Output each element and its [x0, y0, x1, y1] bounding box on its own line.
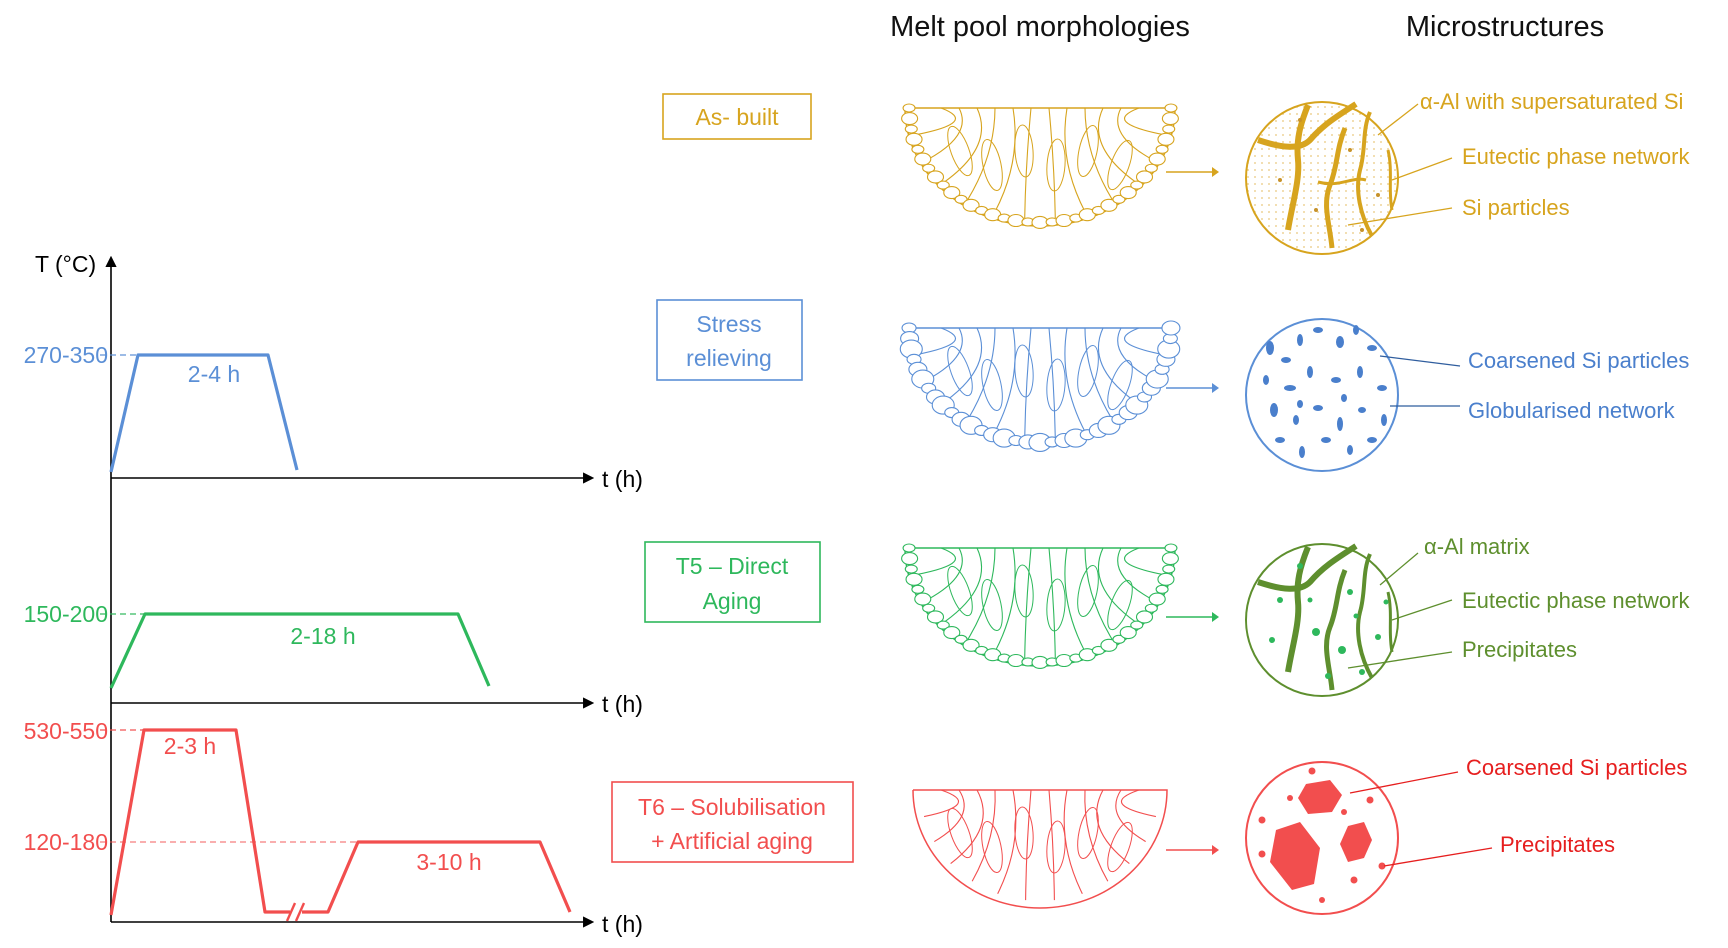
t5-label-2: Aging — [703, 588, 762, 614]
stress-temp-range: 270-350 — [24, 342, 108, 368]
as-built-box — [662, 93, 812, 140]
micro-label-precipitates-2: Precipitates — [1500, 832, 1615, 857]
stress-relieving-cycle — [100, 353, 299, 473]
t5-leaders — [1347, 552, 1453, 669]
stress-leaders — [1379, 355, 1461, 407]
t5-temp-range: 150-200 — [24, 601, 108, 627]
time-axis-label-1: t (h) — [602, 466, 643, 492]
micro-label-si-particles: Si particles — [1462, 195, 1570, 220]
t6-label-2: + Artificial aging — [651, 828, 813, 854]
t6-duration-solution: 2-3 h — [164, 733, 216, 759]
t6-label-1: T6 – Solubilisation — [638, 794, 826, 820]
micro-label-eutectic-network-2: Eutectic phase network — [1462, 588, 1690, 613]
t6-box — [611, 781, 854, 863]
micro-label-coarsened-si-2: Coarsened Si particles — [1466, 755, 1687, 780]
t6-temp-range-low: 120-180 — [24, 829, 108, 855]
stress-relieving-label-1: Stress — [696, 311, 761, 337]
melt-pool-t5 — [901, 543, 1179, 670]
micro-label-eutectic-network-1: Eutectic phase network — [1462, 144, 1690, 169]
t6-leaders — [1349, 771, 1493, 867]
stress-relieving-label-2: relieving — [686, 345, 772, 371]
melt-pool-stress-relieved — [899, 320, 1181, 453]
time-axis-label-2: t (h) — [602, 691, 643, 717]
microstructure-t5 — [1245, 543, 1399, 697]
t6-cycle — [100, 728, 572, 922]
t5-duration: 2-18 h — [290, 623, 355, 649]
as-built-leaders — [1347, 103, 1453, 226]
micro-label-globularised-network: Globularised network — [1468, 398, 1676, 423]
micro-label-alpha-al-supersaturated: α-Al with supersaturated Si — [1420, 89, 1683, 114]
t6-duration-aging: 3-10 h — [416, 849, 481, 875]
t5-box — [644, 541, 821, 623]
time-axis-label-3: t (h) — [602, 911, 643, 937]
melt-pool-t6 — [912, 789, 1168, 909]
stress-duration: 2-4 h — [188, 361, 240, 387]
t5-label-1: T5 – Direct — [676, 553, 789, 579]
y-axis-label: T (°C) — [35, 251, 96, 277]
t5-cycle — [100, 612, 491, 689]
micro-label-precipitates-1: Precipitates — [1462, 637, 1577, 662]
microstructure-t6 — [1245, 761, 1399, 915]
melt-pool-header: Melt pool morphologies — [890, 11, 1190, 43]
melt-pool-as-built — [901, 103, 1179, 230]
t6-temp-range-high: 530-550 — [24, 718, 108, 744]
micro-label-coarsened-si-1: Coarsened Si particles — [1468, 348, 1689, 373]
as-built-label: As- built — [695, 104, 779, 130]
stress-relieving-box — [656, 299, 803, 381]
micro-label-alpha-al-matrix: α-Al matrix — [1424, 534, 1530, 559]
microstructure-as-built — [1245, 101, 1399, 255]
microstructure-stress-relieved — [1245, 318, 1399, 472]
microstructures-header: Microstructures — [1406, 11, 1604, 43]
